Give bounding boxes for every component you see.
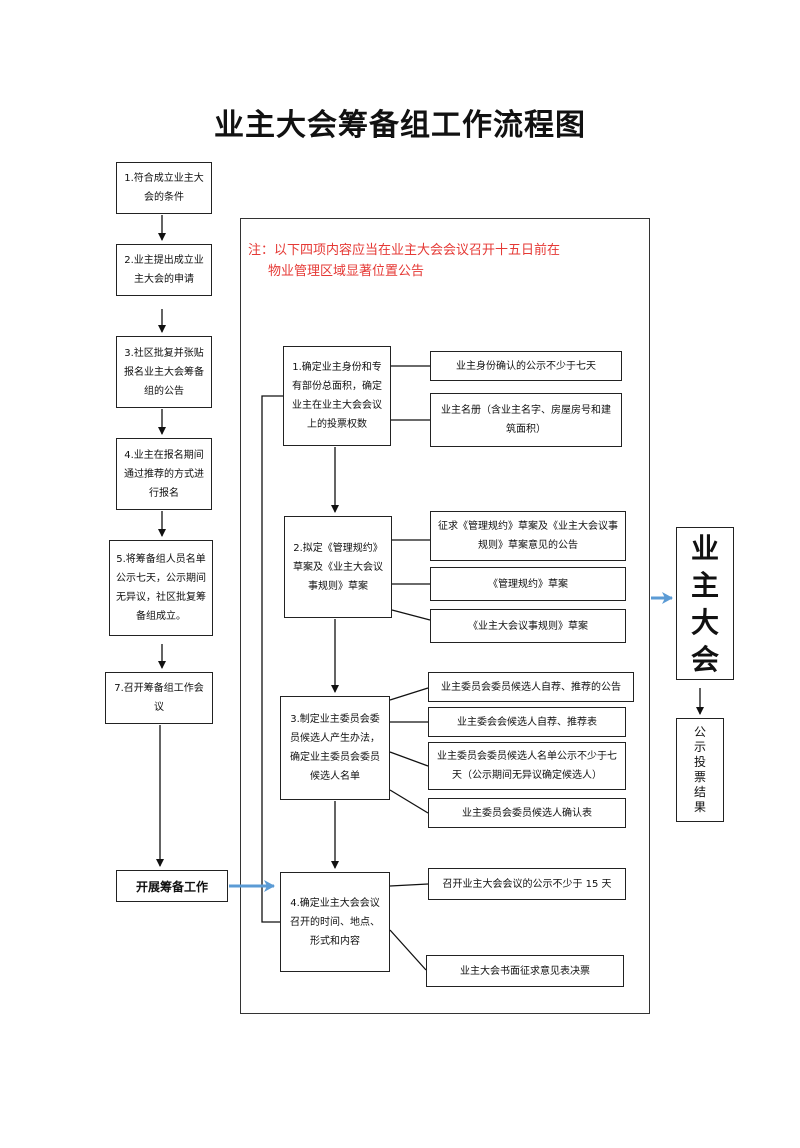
assembly-char-1: 业 (690, 532, 719, 565)
left-step-7: 7.召开筹备组工作会议 (105, 672, 213, 724)
side-item-2-2: 《管理规约》草案 (430, 567, 626, 601)
main-step-3: 3.制定业主委员会委员候选人产生办法，确定业主委员会委员候选人名单 (280, 696, 390, 800)
left-step-4: 4.业主在报名期间通过推荐的方式进行报名 (116, 438, 212, 510)
page-title: 业主大会筹备组工作流程图 (214, 108, 586, 143)
note-text: 注：以下四项内容应当在业主大会会议召开十五日前在 物业管理区域显著位置公告 (248, 240, 638, 282)
main-step-2: 2.拟定《管理规约》草案及《业主大会议事规则》草案 (284, 516, 392, 618)
side-item-2-3: 《业主大会议事规则》草案 (430, 609, 626, 643)
side-item-1-1: 业主身份确认的公示不少于七天 (430, 351, 622, 381)
left-step-3: 3.社区批复并张贴报名业主大会筹备组的公告 (116, 336, 212, 408)
main-step-1: 1.确定业主身份和专有部份总面积，确定业主在业主大会会议上的投票权数 (283, 346, 391, 446)
announcement-frame (240, 218, 650, 1014)
left-step-1: 1.符合成立业主大会的条件 (116, 162, 212, 214)
note-line-2: 物业管理区域显著位置公告 (268, 264, 425, 279)
note-line-1: 注：以下四项内容应当在业主大会会议召开十五日前在 (248, 243, 561, 258)
side-item-2-1: 征求《管理规约》草案及《业主大会议事规则》草案意见的公告 (430, 511, 626, 561)
side-item-4-2: 业主大会书面征求意见表决票 (426, 955, 624, 987)
assembly-char-2: 主 (690, 569, 719, 602)
assembly-char-3: 大 (690, 606, 719, 639)
side-item-1-2: 业主名册（含业主名字、房屋房号和建筑面积） (430, 393, 622, 447)
kickoff-box: 开展筹备工作 (116, 870, 228, 902)
left-step-2: 2.业主提出成立业主大会的申请 (116, 244, 212, 296)
side-item-3-3: 业主委员会委员候选人名单公示不少于七天（公示期间无异议确定候选人） (428, 742, 626, 790)
side-item-3-2: 业主委会会候选人自荐、推荐表 (428, 707, 626, 737)
side-item-3-1: 业主委员会委员候选人自荐、推荐的公告 (428, 672, 634, 702)
main-step-4: 4.确定业主大会会议召开的时间、地点、形式和内容 (280, 872, 390, 972)
side-item-4-1: 召开业主大会会议的公示不少于 15 天 (428, 868, 626, 900)
owners-assembly-box: 业 主 大 会 (676, 527, 734, 680)
vote-result-text: 公示投票结果 (693, 725, 706, 814)
side-item-3-4: 业主委员会委员候选人确认表 (428, 798, 626, 828)
assembly-char-4: 会 (690, 643, 719, 676)
left-step-5: 5.将筹备组人员名单公示七天，公示期间无异议，社区批复筹备组成立。 (109, 540, 213, 636)
vote-result-box: 公示投票结果 (676, 718, 724, 822)
